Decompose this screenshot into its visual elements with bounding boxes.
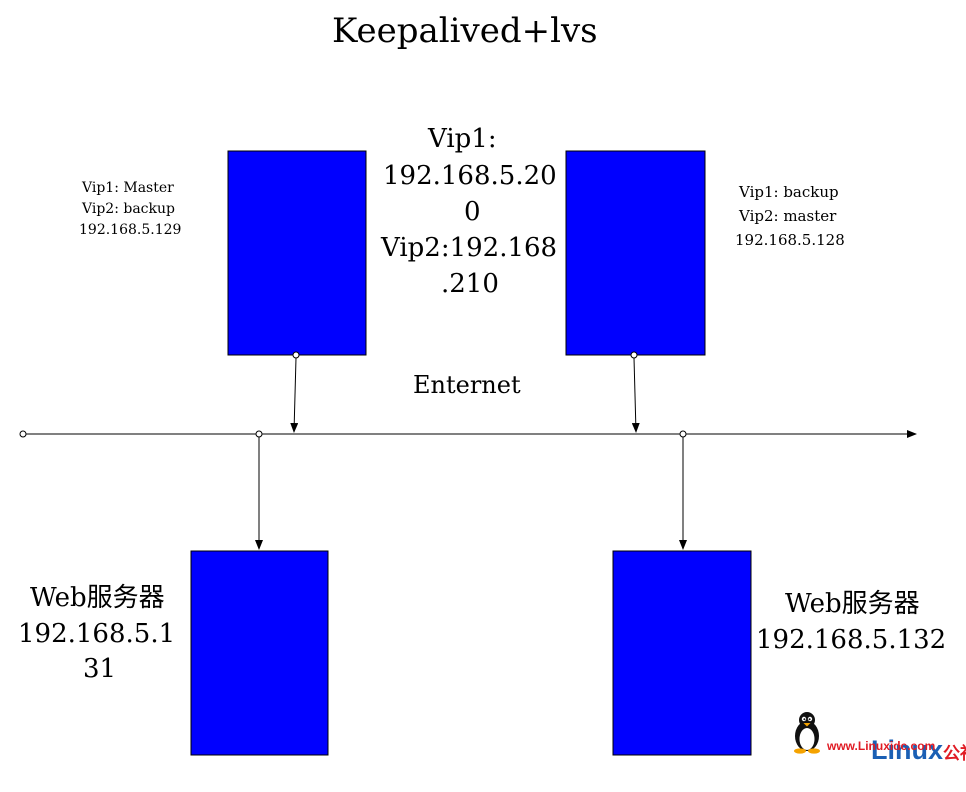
right-web-server-ip: 192.168.5.132 <box>756 625 947 655</box>
diagram-canvas: Keepalived+lvs Vip1: 192.168.5.20 0 Vip2… <box>18 11 966 764</box>
left-director-line2: Vip2: backup <box>82 201 175 217</box>
left-web-server-label: Web服务器 <box>30 583 165 613</box>
network-wiring <box>19 150 917 756</box>
director-server-left-box <box>227 150 367 356</box>
diagram-title: Keepalived+lvs <box>332 11 598 51</box>
vip-label-line5: .210 <box>441 269 499 299</box>
web-server-right-box <box>612 550 752 756</box>
left-web-server-ip-line2: 31 <box>83 654 117 684</box>
right-director-line1: Vip1: backup <box>739 183 839 201</box>
network-bus-start-node <box>19 430 27 438</box>
right-director-port-node <box>630 351 638 359</box>
linux-logo: Linux公社 www.Linuxidc.com <box>790 710 966 764</box>
right-web-bus-node <box>679 430 687 438</box>
right-director-connector <box>631 357 640 433</box>
logo-url: www.Linuxidc.com <box>827 739 936 753</box>
right-director-ip: 192.168.5.128 <box>735 231 845 249</box>
vip-label-line3: 0 <box>464 197 481 227</box>
left-director-line1: Vip1: Master <box>82 180 174 196</box>
vip-label-line1: Vip1: <box>428 124 497 154</box>
left-director-connector <box>290 357 299 433</box>
logo-brand-cn: 公社 <box>943 744 966 763</box>
left-director-port-node <box>292 351 300 359</box>
penguin-icon <box>794 712 820 754</box>
left-director-ip: 192.168.5.129 <box>79 222 182 238</box>
vip-label-line4: Vip2:192.168 <box>381 233 558 263</box>
right-director-line2: Vip2: master <box>739 207 837 225</box>
right-web-server-label: Web服务器 <box>785 589 920 619</box>
director-server-right-box <box>565 150 706 356</box>
network-label: Enternet <box>413 371 521 399</box>
left-web-server-ip-line1: 192.168.5.1 <box>18 619 176 649</box>
left-web-bus-node <box>255 430 263 438</box>
vip-label-line2: 192.168.5.20 <box>383 161 557 191</box>
web-server-left-box <box>190 550 329 756</box>
